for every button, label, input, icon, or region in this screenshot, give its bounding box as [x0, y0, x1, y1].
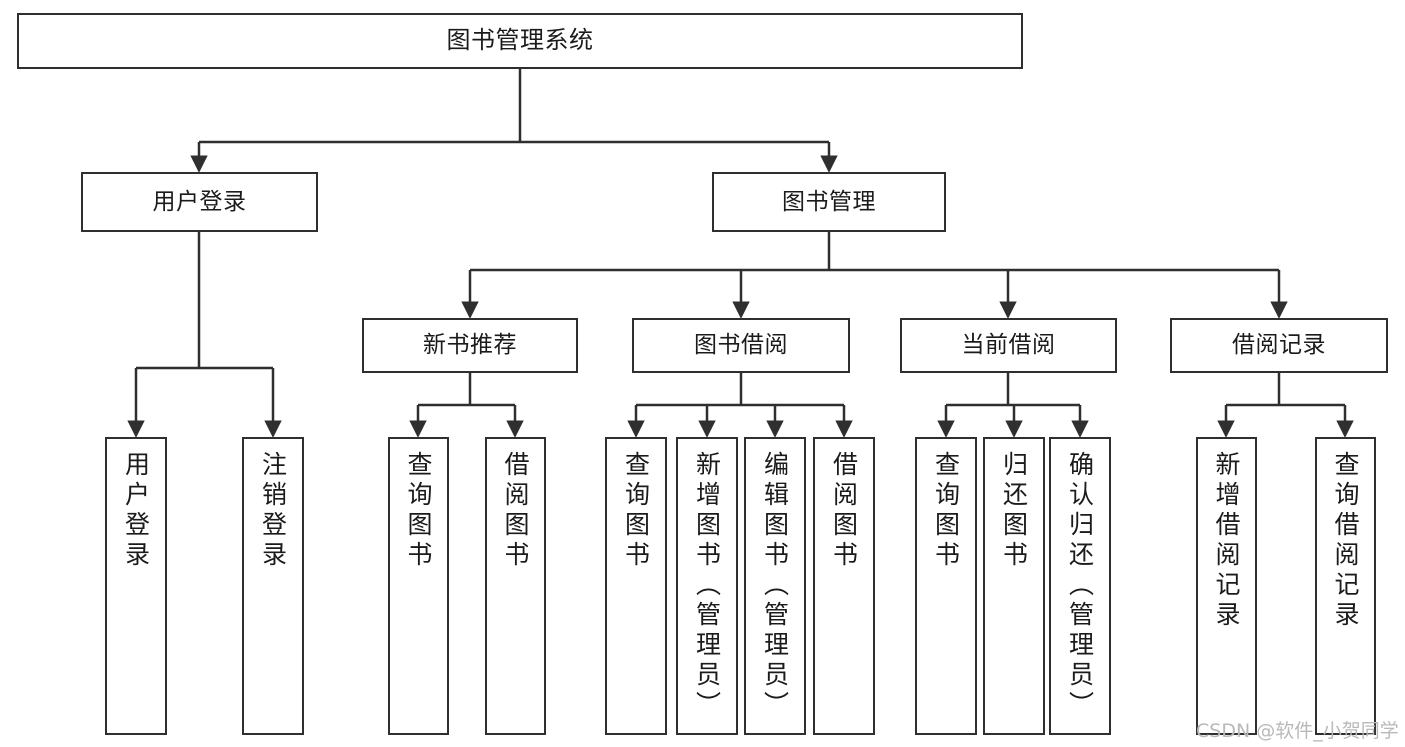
- node-new-book-recommend-label: 新书推荐: [423, 332, 517, 359]
- node-leaf-logout[interactable]: 注销登录: [242, 437, 304, 735]
- node-leaf-query-book-1[interactable]: 查询图书: [388, 437, 449, 735]
- node-leaf-query-book-2[interactable]: 查询图书: [605, 437, 667, 735]
- node-root[interactable]: 图书管理系统: [17, 13, 1023, 69]
- node-leaf-confirm-return[interactable]: 确认归还（管理员）: [1049, 437, 1111, 735]
- node-leaf-user-login-label: 用户登录: [121, 451, 151, 571]
- node-current-borrow[interactable]: 当前借阅: [900, 318, 1117, 373]
- node-current-borrow-label: 当前借阅: [961, 332, 1056, 359]
- node-leaf-confirm-return-label: 确认归还（管理员）: [1065, 451, 1095, 721]
- node-user-login[interactable]: 用户登录: [81, 172, 318, 232]
- node-leaf-query-book-3[interactable]: 查询图书: [915, 437, 977, 735]
- node-leaf-query-book-3-label: 查询图书: [931, 451, 961, 571]
- node-leaf-borrow-book-2[interactable]: 借阅图书: [813, 437, 875, 735]
- node-book-manage-label: 图书管理: [782, 188, 876, 215]
- node-leaf-query-book-1-label: 查询图书: [404, 451, 433, 571]
- node-leaf-add-book[interactable]: 新增图书（管理员）: [676, 437, 738, 735]
- node-book-manage[interactable]: 图书管理: [712, 172, 946, 232]
- node-leaf-query-record[interactable]: 查询借阅记录: [1315, 437, 1376, 735]
- node-leaf-borrow-book-2-label: 借阅图书: [829, 451, 859, 571]
- node-leaf-add-book-label: 新增图书（管理员）: [692, 451, 722, 721]
- node-leaf-query-book-2-label: 查询图书: [621, 451, 651, 571]
- node-leaf-query-record-label: 查询借阅记录: [1331, 451, 1360, 631]
- node-leaf-edit-book[interactable]: 编辑图书（管理员）: [744, 437, 806, 735]
- node-user-login-label: 用户登录: [152, 188, 247, 215]
- node-leaf-add-record[interactable]: 新增借阅记录: [1196, 437, 1257, 735]
- node-leaf-logout-label: 注销登录: [258, 451, 288, 571]
- node-book-borrow[interactable]: 图书借阅: [632, 318, 850, 373]
- node-book-borrow-label: 图书借阅: [694, 332, 788, 359]
- node-leaf-add-record-label: 新增借阅记录: [1212, 451, 1241, 631]
- node-leaf-borrow-book-1[interactable]: 借阅图书: [485, 437, 546, 735]
- node-root-label: 图书管理系统: [446, 26, 594, 55]
- node-leaf-user-login[interactable]: 用户登录: [105, 437, 167, 735]
- node-new-book-recommend[interactable]: 新书推荐: [362, 318, 578, 373]
- node-leaf-return-book[interactable]: 归还图书: [983, 437, 1045, 735]
- node-leaf-return-book-label: 归还图书: [999, 451, 1029, 571]
- node-borrow-record[interactable]: 借阅记录: [1170, 318, 1388, 373]
- csdn-watermark: CSDN @软件_小贺同学: [1196, 720, 1399, 742]
- node-leaf-edit-book-label: 编辑图书（管理员）: [760, 451, 790, 721]
- node-leaf-borrow-book-1-label: 借阅图书: [501, 451, 530, 571]
- node-borrow-record-label: 借阅记录: [1232, 332, 1326, 359]
